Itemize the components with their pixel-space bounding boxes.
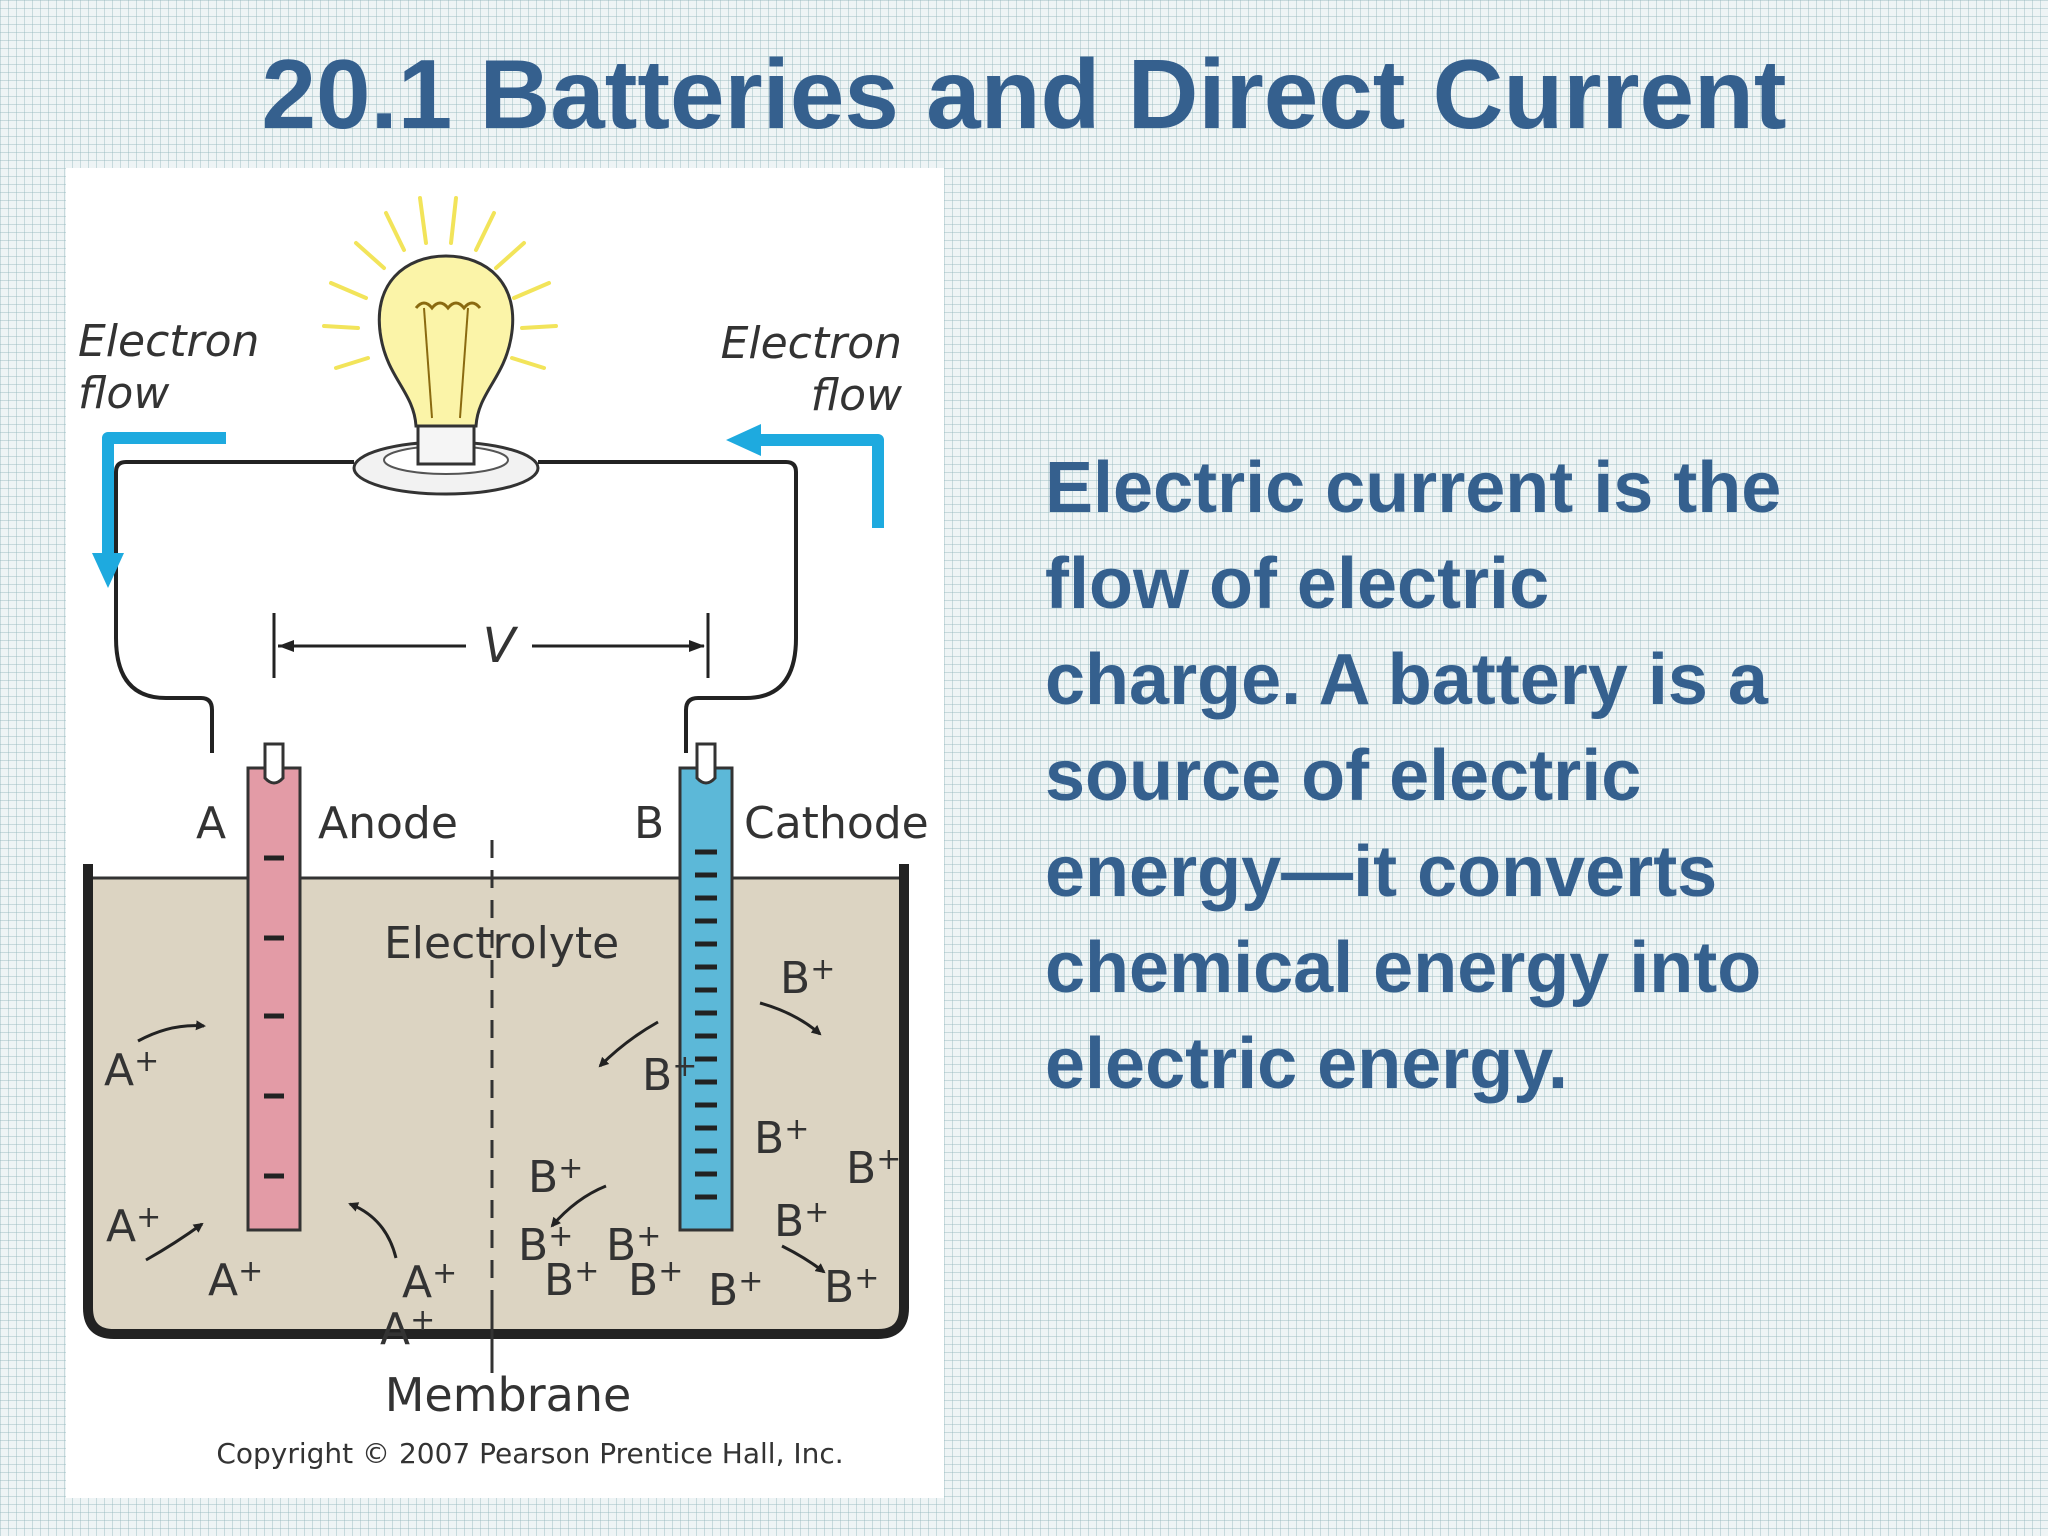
ion-label: A+ bbox=[106, 1200, 161, 1252]
cathode-letter: B bbox=[634, 798, 664, 849]
electrolyte-label: Electrolyte bbox=[384, 918, 619, 969]
negative-charge-mark bbox=[695, 872, 717, 878]
body-text: Electric current is the flow of electric… bbox=[1045, 440, 1945, 1112]
anode-letter: A bbox=[196, 798, 226, 849]
battery-diagram: Electron flow Electron flow V bbox=[66, 168, 944, 1498]
negative-charge-mark bbox=[695, 941, 717, 947]
negative-charge-mark bbox=[695, 1079, 717, 1085]
electron-flow-label-right-1: Electron bbox=[721, 318, 902, 369]
negative-charge-mark bbox=[695, 1125, 717, 1131]
light-bulb-icon bbox=[352, 254, 540, 496]
electron-flow-arrow-left bbox=[92, 432, 226, 588]
battery-diagram-svg: Electron flow Electron flow V bbox=[78, 196, 929, 1470]
anode-electrode bbox=[246, 742, 302, 1232]
body-line: energy—it converts bbox=[1045, 832, 1718, 912]
negative-charge-mark bbox=[695, 895, 717, 901]
cathode-label: Cathode bbox=[744, 798, 929, 849]
body-line: Electric current is the bbox=[1045, 448, 1782, 528]
negative-charge-mark bbox=[695, 849, 717, 855]
negative-charge-mark bbox=[695, 1033, 717, 1039]
negative-charge-mark bbox=[695, 1148, 717, 1154]
electron-flow-label-right-2: flow bbox=[811, 370, 903, 421]
negative-charge-mark bbox=[695, 1102, 717, 1108]
body-line: source of electric bbox=[1045, 736, 1642, 816]
negative-charge-mark bbox=[264, 855, 284, 861]
anode-label: Anode bbox=[318, 798, 458, 849]
cathode-charge-marks bbox=[695, 849, 717, 1200]
body-line: charge. A battery is a bbox=[1045, 640, 1768, 720]
voltage-dimension bbox=[272, 613, 710, 678]
electron-flow-arrow-right bbox=[726, 424, 884, 528]
ion-labels: A+A+A+A+A+B+B+B+B+B+B+B+B+B+B+B+B+ bbox=[104, 952, 901, 1355]
electron-flow-label-left-2: flow bbox=[78, 368, 170, 419]
ion-label: A+ bbox=[402, 1256, 457, 1308]
negative-charge-mark bbox=[695, 1010, 717, 1016]
ion-motion-arrows bbox=[137, 1001, 826, 1274]
ion-label: B+ bbox=[642, 1049, 697, 1101]
body-line: flow of electric bbox=[1045, 544, 1550, 624]
ion-label: A+ bbox=[380, 1303, 435, 1355]
light-rays bbox=[322, 196, 558, 370]
negative-charge-mark bbox=[695, 964, 717, 970]
electron-flow-label-left-1: Electron bbox=[78, 316, 259, 367]
slide-title: 20.1 Batteries and Direct Current bbox=[261, 39, 1787, 149]
negative-charge-mark bbox=[695, 1056, 717, 1062]
body-line: chemical energy into bbox=[1045, 928, 1762, 1008]
negative-charge-mark bbox=[695, 987, 717, 993]
copyright-text: Copyright © 2007 Pearson Prentice Hall, … bbox=[216, 1437, 843, 1470]
voltage-label: V bbox=[483, 618, 519, 674]
negative-charge-mark bbox=[264, 1013, 284, 1019]
negative-charge-mark bbox=[264, 1173, 284, 1179]
negative-charge-mark bbox=[695, 1194, 717, 1200]
negative-charge-mark bbox=[264, 935, 284, 941]
membrane-label: Membrane bbox=[385, 1368, 632, 1422]
negative-charge-mark bbox=[695, 918, 717, 924]
body-line: electric energy. bbox=[1045, 1024, 1568, 1104]
negative-charge-mark bbox=[695, 1171, 717, 1177]
circuit-wire bbox=[114, 460, 798, 753]
anode-charge-marks bbox=[264, 855, 284, 1179]
cathode-electrode bbox=[678, 742, 734, 1232]
negative-charge-mark bbox=[264, 1093, 284, 1099]
